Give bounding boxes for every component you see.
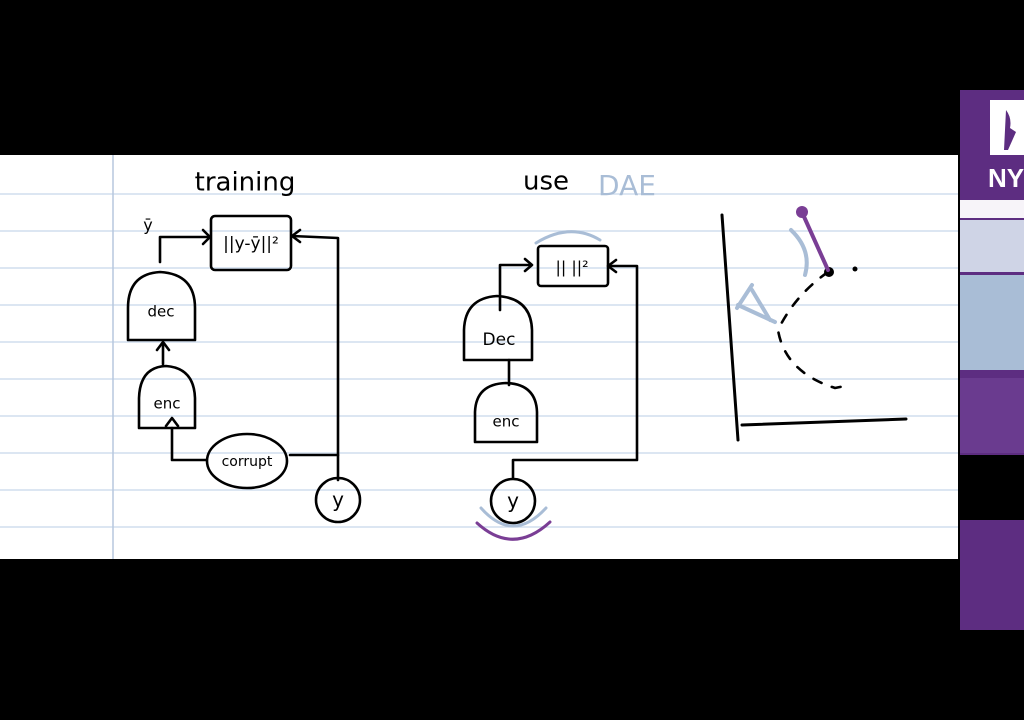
- torch-logo-icon: [990, 100, 1024, 155]
- university-sidebar: NY: [960, 90, 1024, 630]
- wire-corrupt-to-enc: [170, 426, 208, 462]
- arrow-into-dec: [155, 340, 171, 352]
- plot-x-axis: [740, 417, 908, 427]
- plot-point: [852, 266, 858, 272]
- use-loss-highlight: [534, 230, 602, 245]
- use-input-node: [489, 477, 537, 525]
- use-loss-label: || ||²: [555, 258, 588, 277]
- use-title-suffix: DAE: [598, 169, 656, 202]
- use-enc-gate: [473, 381, 539, 444]
- note-paper: [0, 155, 958, 559]
- training-input-label: y: [332, 488, 344, 512]
- wire-dec-to-loss: [158, 235, 210, 264]
- training-dec-label: dec: [148, 303, 175, 321]
- training-enc-label: enc: [154, 395, 181, 413]
- training-loss-label: ||y-ȳ||²: [223, 234, 279, 254]
- use-diagram: [462, 244, 639, 525]
- wire-y-to-loss: [511, 264, 639, 480]
- plot-y-axis: [720, 213, 740, 442]
- training-loss-box: [209, 214, 293, 272]
- use-dec-label: Dec: [483, 330, 516, 350]
- training-corrupt-node: [205, 432, 289, 490]
- plot-purple-point: [796, 206, 808, 218]
- training-title: training: [195, 168, 296, 198]
- training-dec-gate: [126, 270, 197, 342]
- plot-blue-arc: [789, 228, 809, 277]
- training-diagram: [126, 214, 362, 524]
- use-dec-gate: [462, 294, 534, 362]
- training-enc-gate: [137, 364, 197, 430]
- training-input-node: [314, 476, 362, 524]
- sidebar-logo-text: NY: [988, 163, 1024, 193]
- use-input-highlight: [479, 506, 548, 528]
- use-input-label: y: [507, 489, 519, 513]
- plot-data-manifold: [776, 270, 852, 390]
- sketch-plot: [720, 206, 908, 442]
- training-corrupt-label: corrupt: [222, 454, 273, 470]
- use-title: use: [523, 167, 569, 197]
- plot-blue-arrows: [735, 283, 777, 324]
- use-loss-box: [536, 244, 610, 288]
- wire-y-to-loss: [290, 234, 340, 482]
- plot-purple-vector: [799, 208, 830, 272]
- arrow-into-loss: [523, 257, 534, 273]
- training-output-label: ȳ: [143, 216, 152, 235]
- arrow-into-enc: [164, 416, 180, 428]
- use-input-underline: [475, 520, 552, 541]
- use-enc-label: enc: [493, 413, 520, 431]
